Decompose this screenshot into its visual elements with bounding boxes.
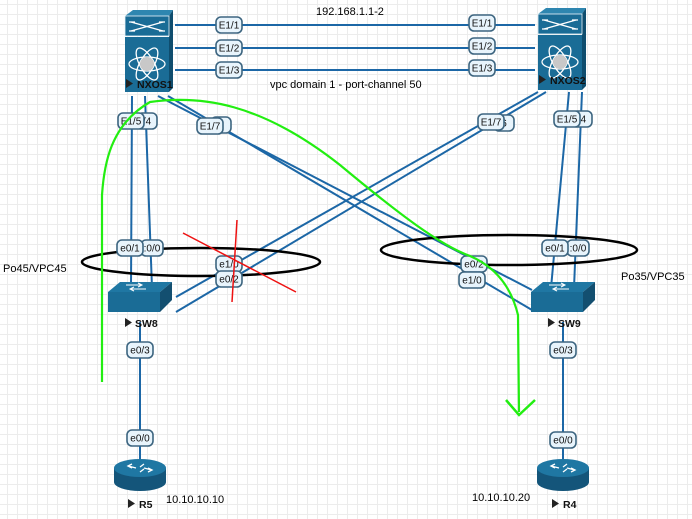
port-label-text: E1/2 <box>472 42 493 53</box>
port-label-text: E1/1 <box>219 21 240 32</box>
play-icon[interactable] <box>128 499 135 508</box>
port-pill-shape <box>468 37 496 55</box>
port-pill-shape <box>215 39 243 57</box>
device-sw8[interactable] <box>108 282 172 312</box>
port-pill-shape <box>468 59 496 77</box>
port-label-text: :0/0 <box>570 244 587 255</box>
port-pill-shape <box>553 110 581 128</box>
port-label-sw9-e01[interactable]: e0/1 <box>541 239 569 257</box>
node-label-nxos2: NXOS2 <box>550 75 586 87</box>
port-label-nxos1-e12[interactable]: E1/2 <box>215 39 243 57</box>
port-label-sw9-e00[interactable]: :0/0 <box>566 239 590 257</box>
port-pill-shape <box>116 239 144 257</box>
port-label-text: E1/7 <box>481 118 502 129</box>
port-label-sw8-e10[interactable]: e1/0 <box>215 255 243 273</box>
port-pill-shape <box>215 61 243 79</box>
port-label-text: /4 <box>143 117 152 128</box>
port-label-r5-e00[interactable]: e0/0 <box>126 429 154 447</box>
port-label-nxos2-e11[interactable]: E1/1 <box>468 14 496 32</box>
port-pill-shape <box>215 16 243 34</box>
port-label-sw9-e03[interactable]: e0/3 <box>549 341 577 359</box>
port-label-nxos1-e17[interactable]: E1/7 <box>196 117 224 135</box>
port-label-text: /4 <box>578 115 587 126</box>
port-pill-shape <box>468 14 496 32</box>
link-failure-x-mark <box>182 219 297 303</box>
port-label-text: E1/3 <box>219 66 240 77</box>
play-icon[interactable] <box>126 79 133 88</box>
port-pill-shape <box>196 117 224 135</box>
play-icon[interactable] <box>548 318 555 327</box>
port-label-text: e1/0 <box>462 276 482 287</box>
port-label-nxos2-e13[interactable]: E1/3 <box>468 59 496 77</box>
port-label-text: E1/3 <box>472 64 493 75</box>
port-pill-shape <box>477 113 505 131</box>
node-label-sw9: SW9 <box>558 318 581 330</box>
port-label-sw8-e02[interactable]: e0/2 <box>215 270 243 288</box>
port-pill-shape <box>126 341 154 359</box>
port-pill-shape <box>215 270 243 288</box>
device-r4[interactable] <box>537 459 589 491</box>
port-label-text: e0/1 <box>545 244 565 255</box>
port-label-nxos2-e15[interactable]: E1/5 <box>553 110 581 128</box>
traffic-path-arrow <box>100 98 521 413</box>
vpc-domain-label: vpc domain 1 - port-channel 50 <box>270 79 422 91</box>
annotations: 192.168.1.1-2 vpc domain 1 - port-channe… <box>3 6 685 506</box>
port-label-text: E1/5 <box>557 115 578 126</box>
port-label-nxos2-e12[interactable]: E1/2 <box>468 37 496 55</box>
play-icon[interactable] <box>552 499 559 508</box>
port-label-text: E1/5 <box>121 117 142 128</box>
port-label-text: e0/0 <box>553 436 573 447</box>
port-label-text: e0/3 <box>553 346 573 357</box>
port-label-nxos1-e13[interactable]: E1/3 <box>215 61 243 79</box>
arrow-head-icon <box>505 399 536 417</box>
port-label-r4-e00[interactable]: e0/0 <box>549 431 577 449</box>
port-label-text: E1/2 <box>219 44 240 55</box>
port-label-text: E1/7 <box>200 122 221 133</box>
node-label-sw8: SW8 <box>135 318 158 330</box>
nexus-switch-icon <box>124 10 173 92</box>
node-label-nxos1: NXOS1 <box>137 79 173 91</box>
port-label-sw8-e03[interactable]: e0/3 <box>126 341 154 359</box>
po-sw8-label: Po45/VPC45 <box>3 263 67 275</box>
port-pill-shape <box>458 271 486 289</box>
po-sw9-label: Po35/VPC35 <box>621 271 685 283</box>
port-label-text: E1/1 <box>472 19 493 30</box>
router-icon <box>114 459 166 491</box>
ip-r5-label: 10.10.10.10 <box>166 494 224 506</box>
port-pill-shape <box>541 239 569 257</box>
nexus-switch-icon <box>537 8 586 90</box>
node-label-r4: R4 <box>563 499 577 511</box>
port-label-text: :0/0 <box>144 244 161 255</box>
port-label-text: e0/0 <box>130 434 150 445</box>
port-label-nxos1-e11[interactable]: E1/1 <box>215 16 243 34</box>
port-pill-shape <box>549 431 577 449</box>
port-label-text: e0/3 <box>130 346 150 357</box>
port-label-sw8-e00[interactable]: :0/0 <box>140 239 164 257</box>
l2-switch-icon <box>531 282 595 312</box>
port-label-nxos2-e17[interactable]: E1/7 <box>477 113 505 131</box>
port-pill-shape <box>126 429 154 447</box>
peer-link-ip-label: 192.168.1.1-2 <box>316 6 384 18</box>
play-icon[interactable] <box>125 318 132 327</box>
port-channel-ring-sw8 <box>80 246 322 278</box>
port-label-text: e0/1 <box>120 244 140 255</box>
node-label-r5: R5 <box>139 499 153 511</box>
port-label-text: e1/0 <box>219 260 239 271</box>
device-nxos1[interactable] <box>124 10 173 92</box>
port-label-sw9-e10[interactable]: e1/0 <box>458 271 486 289</box>
port-label-text: e0/2 <box>464 260 484 271</box>
router-icon <box>537 459 589 491</box>
port-label-sw8-e01[interactable]: e0/1 <box>116 239 144 257</box>
device-sw9[interactable] <box>531 282 595 312</box>
device-nxos2[interactable] <box>537 8 586 90</box>
play-icon[interactable] <box>539 75 546 84</box>
port-label-text: e0/2 <box>219 275 239 286</box>
l2-switch-icon <box>108 282 172 312</box>
port-channel-ring-sw9 <box>379 233 639 267</box>
device-r5[interactable] <box>114 459 166 491</box>
node-labels: NXOS1 NXOS2 SW8 SW9 R5 R4 <box>125 75 586 511</box>
port-pill-shape <box>549 341 577 359</box>
ip-r4-label: 10.10.10.20 <box>472 492 530 504</box>
